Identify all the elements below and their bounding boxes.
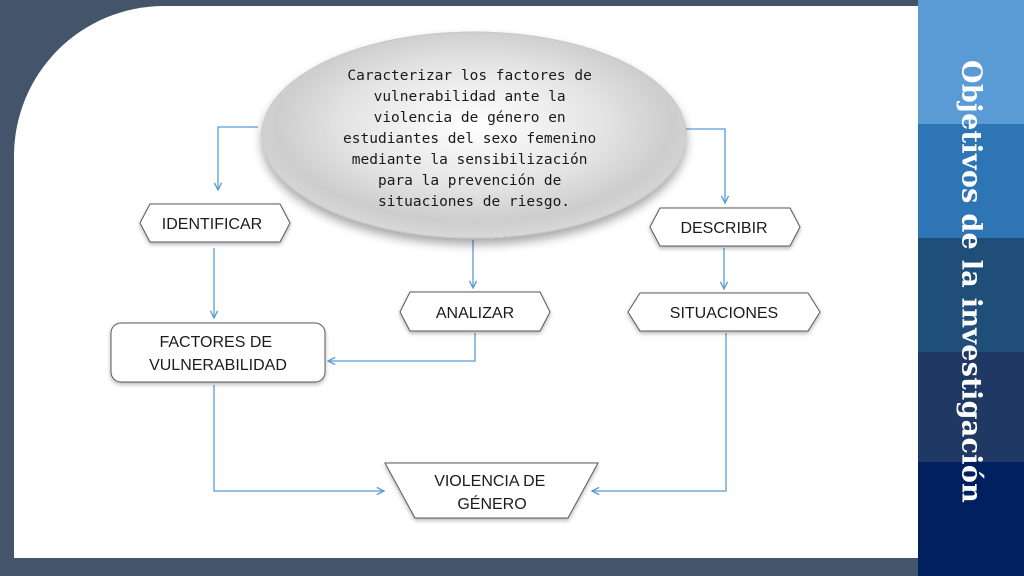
violencia-label: VIOLENCIA DE GÉNERO <box>434 473 550 513</box>
factores-node: FACTORES DE VULNERABILIDAD <box>110 322 326 383</box>
identificar-node: IDENTIFICAR <box>139 203 291 243</box>
sidebar-band-1 <box>918 0 1024 124</box>
sidebar-band-3 <box>918 238 1024 352</box>
violencia-node: VIOLENCIA DE GÉNERO <box>384 462 599 519</box>
analizar-label: ANALIZAR <box>436 305 514 322</box>
connector-situaciones-violencia <box>592 333 727 491</box>
describir-node: DESCRIBIR <box>649 207 801 247</box>
sidebar-band-5 <box>918 462 1024 576</box>
connector-oval-identificar <box>218 126 258 190</box>
situaciones-node: SITUACIONES <box>627 292 821 332</box>
sidebar-band-2 <box>918 124 1024 238</box>
analizar-node: ANALIZAR <box>399 291 551 332</box>
identificar-label: IDENTIFICAR <box>162 216 262 233</box>
objective-text: Caracterizar los factores de vulnerabili… <box>343 68 605 210</box>
sidebar-band-4 <box>918 352 1024 462</box>
describir-label: DESCRIBIR <box>680 220 767 237</box>
sidebar-bands <box>918 0 1024 576</box>
connector-analizar-factores <box>328 333 476 361</box>
objective-oval: Caracterizar los factores de vulnerabili… <box>261 31 687 239</box>
connector-oval-describir <box>685 128 725 203</box>
connector-factores-violencia <box>213 385 384 491</box>
factores-label: FACTORES DE VULNERABILIDAD <box>149 334 287 374</box>
situaciones-label: SITUACIONES <box>670 305 778 322</box>
connectors <box>213 126 727 491</box>
